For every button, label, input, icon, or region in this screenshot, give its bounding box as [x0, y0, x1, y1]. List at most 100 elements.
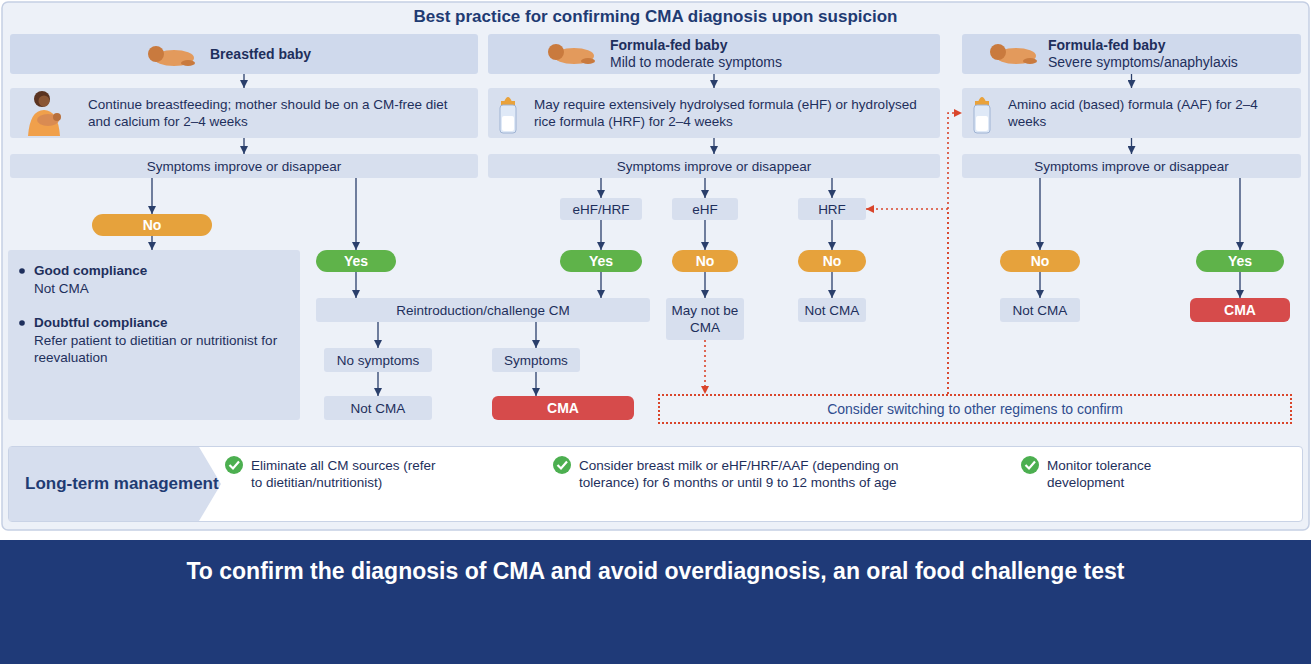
alternative-arrow [948, 113, 962, 394]
flow-arrow [1131, 74, 1132, 88]
bottle-icon [504, 97, 512, 102]
no-pill: No [672, 250, 738, 272]
process-box: Reintroduction/challenge CM [316, 298, 650, 322]
diagram-title: Best practice for confirming CMA diagnos… [0, 7, 1311, 27]
node-text: No [823, 253, 842, 270]
node-text: Long-term management [25, 473, 219, 495]
baby-icon [990, 44, 1006, 60]
process-box: Amino acid (based) formula (AAF) for 2–4… [962, 88, 1301, 138]
flow-arrow [704, 272, 705, 298]
bottle-icon [975, 101, 989, 105]
flow-arrow [831, 272, 832, 298]
flow-arrow [831, 220, 832, 250]
check-icon [230, 462, 240, 469]
header-box: Breastfed baby [10, 34, 478, 74]
flow-arrow [713, 74, 714, 88]
yes-pill: Yes [316, 250, 396, 272]
node-text: Monitor tolerance development [1047, 457, 1197, 491]
alternative-arrow [866, 209, 948, 394]
flow-arrow [600, 220, 601, 250]
bottle-icon [978, 97, 986, 102]
formula-box: eHF [672, 198, 738, 220]
bottle-icon [500, 97, 516, 133]
baby-icon [148, 46, 195, 66]
baby-icon [181, 60, 195, 66]
bullet-dot [19, 268, 25, 274]
mother-icon [39, 96, 50, 107]
flow-arrow [535, 372, 536, 396]
node-text: Severe symptoms/anaphylaxis [1048, 54, 1238, 71]
node-text: Yes [1228, 253, 1252, 270]
node-text: CMA [1224, 302, 1256, 319]
node-text: Yes [344, 253, 368, 270]
node-text: Reintroduction/challenge CM [396, 302, 569, 319]
check-icon [558, 462, 568, 469]
bottle-icon [501, 101, 515, 105]
flow-arrow [1239, 178, 1240, 250]
node-text: Not CMA [34, 280, 284, 297]
check-icon [1026, 462, 1036, 469]
node-text: Not CMA [1013, 302, 1068, 319]
node-text: No [696, 253, 715, 270]
node-text: HRF [818, 201, 846, 218]
diagram-caption: To confirm the diagnosis of CMA and avoi… [0, 556, 1311, 586]
note-box: Consider switching to other regimens to … [658, 394, 1292, 424]
outcome-box: Not CMA [1000, 298, 1080, 322]
node-text: CMA [547, 400, 579, 417]
flow-arrow [1131, 138, 1132, 154]
yes-pill: Yes [560, 250, 642, 272]
flow-arrow [151, 236, 152, 250]
flow-arrow [600, 178, 601, 198]
header-box: Formula-fed babyMild to moderate symptom… [488, 34, 940, 74]
check-icon [553, 456, 571, 474]
baby-icon [548, 44, 564, 60]
node-text: Symptoms improve or disappear [147, 158, 341, 175]
node-text: May not be CMA [670, 302, 740, 336]
process-box: Continue breastfeeding; mother should be… [10, 88, 478, 138]
yes-pill: Yes [1196, 250, 1284, 272]
node-text: Yes [589, 253, 613, 270]
flow-arrow [243, 138, 244, 154]
compliance-box: Good complianceNot CMADoubtful complianc… [8, 250, 300, 420]
mother-icon [28, 91, 61, 136]
node-text: Not CMA [805, 302, 860, 319]
flow-arrow [704, 178, 705, 198]
check-icon [225, 456, 243, 474]
baby-icon [990, 44, 1037, 64]
flow-arrow [704, 220, 705, 250]
bottle-icon [976, 116, 988, 131]
outcome-box: May not be CMA [666, 298, 744, 340]
mother-icon [53, 113, 61, 121]
process-box: May require extensively hydrolysed formu… [488, 88, 940, 138]
result-box: No symptoms [324, 348, 432, 372]
question-box: Symptoms improve or disappear [10, 154, 478, 178]
baby-icon [554, 48, 594, 64]
node-text: Symptoms improve or disappear [1034, 158, 1228, 175]
node-text: Symptoms [504, 352, 568, 369]
node-text: Doubtful compliance [34, 314, 284, 331]
formula-box: eHF/HRF [560, 198, 642, 220]
node-text: No [1031, 253, 1050, 270]
node-text: Formula-fed baby [1048, 37, 1165, 54]
alternative-arrow [704, 340, 706, 394]
node-text: Refer patient to dietitian or nutritioni… [34, 332, 284, 366]
flow-arrow [535, 322, 536, 348]
mother-icon [37, 114, 59, 126]
node-text: May require extensively hydrolysed formu… [534, 96, 932, 130]
flow-arrow [377, 322, 378, 348]
flow-arrow [355, 178, 356, 250]
chevron-shape [9, 447, 221, 521]
flow-arrow [1039, 272, 1040, 298]
flow-arrow [600, 272, 601, 298]
node-text: No symptoms [337, 352, 420, 369]
section-label: Long-term management [9, 447, 221, 521]
no-pill: No [92, 214, 212, 236]
bottle-icon [502, 116, 514, 131]
node-text: No [143, 217, 162, 234]
node-text: Amino acid (based) formula (AAF) for 2–4… [1008, 96, 1293, 130]
panel-background [2, 2, 1309, 530]
node-text: Formula-fed baby [610, 37, 727, 54]
node-text: Mild to moderate symptoms [610, 54, 782, 71]
flow-arrow [151, 178, 152, 214]
